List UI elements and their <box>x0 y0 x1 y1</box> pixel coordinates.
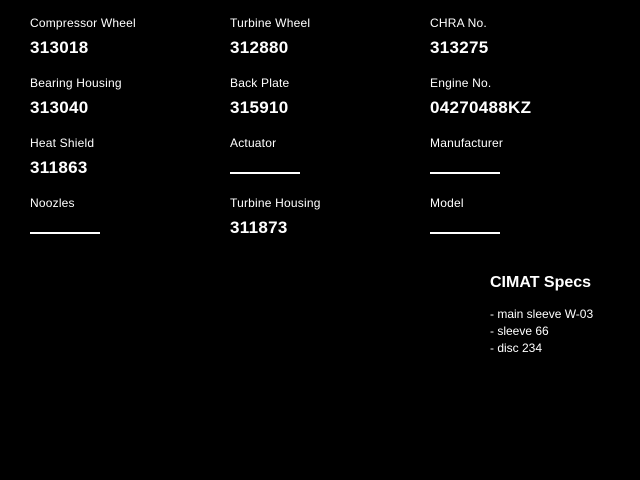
field-label: CHRA No. <box>430 16 487 30</box>
field-value: 312880 <box>230 38 289 57</box>
field-back-plate: Back Plate 315910 <box>230 76 430 136</box>
specs-item: - disc 234 <box>490 341 543 355</box>
field-value-blank-line <box>230 158 300 174</box>
field-value: 04270488KZ <box>430 98 532 117</box>
field-value: 311863 <box>30 158 88 177</box>
field-value-blank-line <box>430 158 500 174</box>
field-bearing-housing: Bearing Housing 313040 <box>30 76 230 136</box>
field-label: Turbine Housing <box>230 196 321 210</box>
field-label: Bearing Housing <box>30 76 122 90</box>
field-label: Engine No. <box>430 76 492 90</box>
specs-title: CIMAT Specs <box>490 274 592 291</box>
field-label: Compressor Wheel <box>30 16 136 30</box>
field-turbine-housing: Turbine Housing 311873 <box>230 196 430 256</box>
field-value: 313040 <box>30 98 89 117</box>
specs-item: - main sleeve W-03 <box>490 307 594 321</box>
specs-panel: CIMAT Specs - main sleeve W-03 - sleeve … <box>490 274 593 357</box>
field-value: 313018 <box>30 38 89 57</box>
field-value: 311873 <box>230 218 288 237</box>
field-label: Back Plate <box>230 76 290 90</box>
field-model: Model <box>430 196 630 256</box>
field-value: 313275 <box>430 38 489 57</box>
field-value: 315910 <box>230 98 289 117</box>
field-label: Turbine Wheel <box>230 16 311 30</box>
field-actuator: Actuator <box>230 136 430 196</box>
field-label: Actuator <box>230 136 277 150</box>
field-turbine-wheel: Turbine Wheel 312880 <box>230 16 430 76</box>
field-label: Heat Shield <box>30 136 95 150</box>
field-label: Model <box>430 196 464 210</box>
field-engine-no: Engine No. 04270488KZ <box>430 76 630 136</box>
field-noozles: Noozles <box>30 196 230 256</box>
field-heat-shield: Heat Shield 311863 <box>30 136 230 196</box>
field-label: Manufacturer <box>430 136 504 150</box>
field-manufacturer: Manufacturer <box>430 136 630 196</box>
parts-fields-grid: Compressor Wheel 313018 Turbine Wheel 31… <box>30 16 630 256</box>
specs-item: - sleeve 66 <box>490 324 549 338</box>
field-value-blank-line <box>430 218 500 234</box>
field-chra-no: CHRA No. 313275 <box>430 16 630 76</box>
field-label: Noozles <box>30 196 75 210</box>
field-compressor-wheel: Compressor Wheel 313018 <box>30 16 230 76</box>
field-value-blank-line <box>30 218 100 234</box>
